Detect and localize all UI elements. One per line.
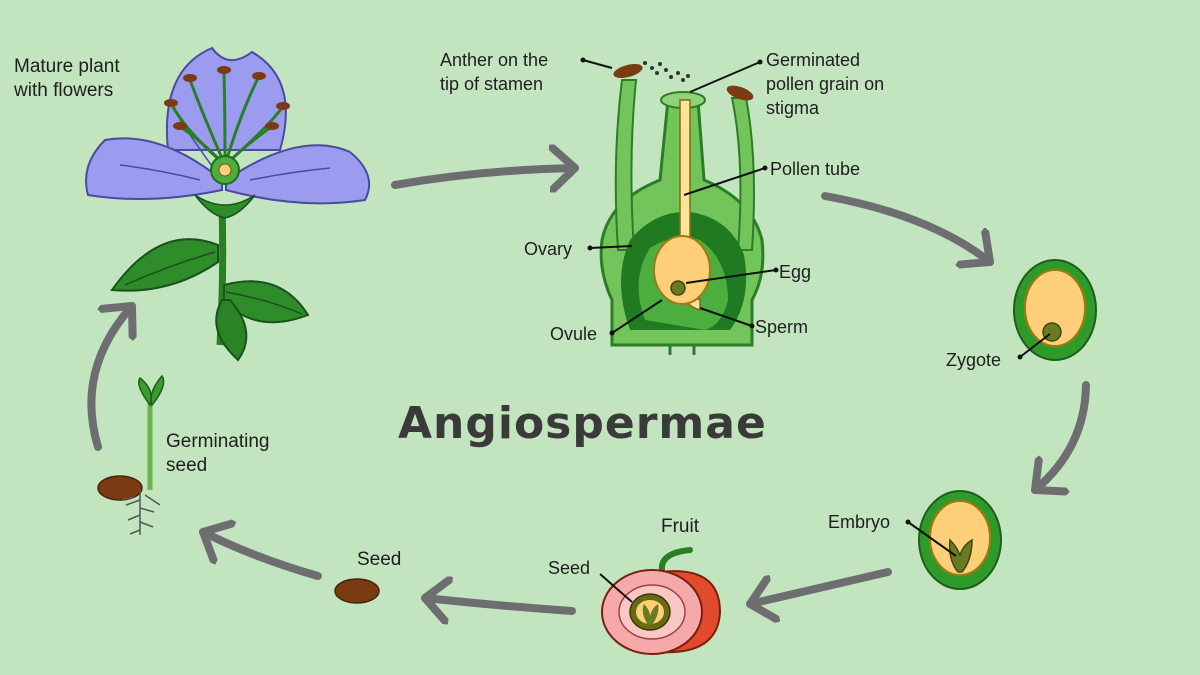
- label-fruit: Fruit: [661, 516, 699, 537]
- diagram-title: Angiospermae: [398, 398, 767, 449]
- petal-left: [85, 137, 223, 200]
- seed-illustration: [334, 578, 380, 604]
- zygote-illustration: [1013, 259, 1097, 361]
- label-seed: Seed: [357, 549, 402, 570]
- arrow-plant-to-pollination: [391, 168, 579, 185]
- arrow-seed-to-germinating: [199, 532, 322, 580]
- leader-lines: [582, 59, 1051, 603]
- egg-cell: [670, 280, 686, 296]
- label-germinated-pollen: Germinated pollen grain on stigma: [766, 50, 885, 118]
- sepal: [194, 194, 256, 219]
- leaf-lower: [215, 299, 248, 362]
- mature-plant-illustration: [85, 46, 370, 362]
- cycle-arrows: [87, 168, 1090, 611]
- label-anther: Anther on the tip of stamen: [440, 50, 549, 94]
- stamen-left: [614, 79, 638, 251]
- arrow-embryo-to-fruit: [746, 568, 892, 604]
- arrow-fruit-to-seed: [421, 598, 576, 611]
- leaf-left: [110, 238, 219, 292]
- pollen-grains: [643, 61, 690, 82]
- label-fruit-seed: Seed: [548, 558, 591, 578]
- flower-section-illustration: [599, 61, 765, 355]
- ovule-shape: [653, 235, 711, 305]
- label-sperm: Sperm: [755, 317, 809, 337]
- label-pollen-tube: Pollen tube: [770, 159, 861, 179]
- label-mature-plant: Mature plant with flowers: [14, 56, 120, 101]
- label-ovary: Ovary: [524, 239, 573, 259]
- petal-right: [225, 144, 370, 205]
- germinating-seed-illustration: [97, 374, 165, 535]
- embryo-illustration: [918, 490, 1002, 590]
- label-ovule: Ovule: [550, 324, 598, 344]
- label-zygote: Zygote: [946, 350, 1002, 370]
- label-egg: Egg: [779, 262, 812, 282]
- anther-right: [726, 85, 754, 101]
- arrow-pollination-to-zygote: [821, 192, 994, 262]
- anther-left: [613, 64, 643, 78]
- fruit-illustration: [601, 547, 722, 655]
- label-embryo: Embryo: [828, 512, 891, 532]
- label-germinating-seed: Germinating seed: [166, 431, 270, 476]
- arrow-zygote-to-embryo: [1031, 381, 1090, 490]
- arrow-germinating-to-plant: [87, 302, 132, 451]
